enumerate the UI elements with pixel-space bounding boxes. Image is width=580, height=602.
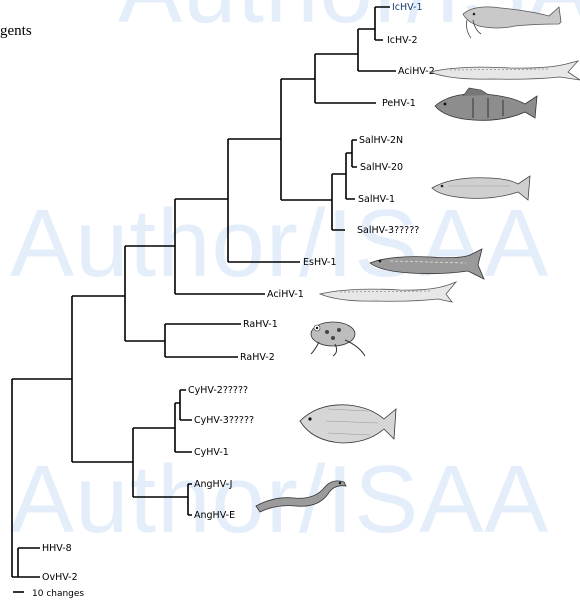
taxon-label-ovhv-2: OvHV-2 — [42, 572, 78, 583]
taxon-name: AciHV-2 — [398, 66, 435, 77]
taxon-label-rahv-1: RaHV-1 — [243, 319, 278, 330]
salmon-image — [432, 176, 530, 200]
uncertainty-marks: ????? — [394, 225, 419, 236]
taxon-label-cyhv-3: CyHV-3????? — [194, 415, 254, 426]
taxon-label-ichv-2: IcHV-2 — [387, 35, 418, 46]
taxon-name: SalHV-2N — [359, 135, 403, 146]
branch-salhv — [332, 174, 346, 230]
taxon-name: OvHV-2 — [42, 572, 78, 583]
taxon-label-salhv-3: SalHV-3????? — [357, 225, 419, 236]
taxon-label-eshv-1: EsHV-1 — [303, 257, 337, 268]
pike-image — [370, 249, 484, 279]
taxon-name: RaHV-1 — [243, 319, 278, 330]
branch-rahv — [165, 324, 241, 357]
taxon-name: PeHV-1 — [382, 98, 416, 109]
taxon-label-anghv-j: AngHV-J — [194, 479, 232, 490]
taxon-label-cyhv-2: CyHV-2????? — [188, 385, 248, 396]
taxon-name: SalHV-20 — [360, 162, 403, 173]
sturgeon-image-bottom — [320, 282, 456, 302]
branch-fish-clade — [175, 199, 265, 294]
taxon-label-acihv-1: AciHV-1 — [267, 289, 304, 300]
branch-cat-perch — [315, 54, 376, 103]
taxon-label-pehv-1: PeHV-1 — [382, 98, 416, 109]
branch-salhv-2 — [352, 140, 357, 167]
taxon-label-ichv-1: IcHV-1 — [392, 2, 423, 13]
taxon-name: AciHV-1 — [267, 289, 304, 300]
taxon-label-salhv-2n: SalHV-2N — [359, 135, 403, 146]
taxon-name: HHV-8 — [42, 543, 72, 554]
scale-bar-label: 10 changes — [32, 589, 84, 599]
taxon-name: EsHV-1 — [303, 257, 337, 268]
carp-image — [300, 405, 396, 443]
branch-ingroup — [72, 296, 133, 462]
catfish-image — [463, 7, 561, 38]
branch-outgroup — [18, 548, 40, 577]
uncertainty-marks: ????? — [223, 385, 248, 396]
taxon-label-anghv-e: AngHV-E — [194, 510, 235, 521]
uncertainty-marks: ????? — [229, 415, 254, 426]
taxon-name: SalHV-1 — [358, 194, 395, 205]
perch-image — [435, 88, 537, 120]
tree-branches — [12, 7, 396, 592]
taxon-name: CyHV-1 — [194, 447, 229, 458]
taxon-label-salhv-20: SalHV-20 — [360, 162, 403, 173]
taxon-label-hhv-8: HHV-8 — [42, 543, 72, 554]
taxon-label-acihv-2: AciHV-2 — [398, 66, 435, 77]
taxon-name: AngHV-J — [194, 479, 232, 490]
branch-cat-sal — [281, 79, 332, 200]
eel-image — [256, 481, 346, 512]
frog-image — [311, 322, 365, 356]
taxon-label-salhv-1: SalHV-1 — [358, 194, 395, 205]
taxon-name: CyHV-3 — [194, 415, 229, 426]
branch-lower — [133, 428, 188, 497]
taxon-label-cyhv-1: CyHV-1 — [194, 447, 229, 458]
taxon-name: IcHV-1 — [392, 2, 423, 13]
sturgeon-image-top — [430, 61, 580, 80]
branch-upper — [125, 246, 175, 341]
taxon-name: IcHV-2 — [387, 35, 418, 46]
branch-salhv-sub — [346, 153, 355, 199]
branch-cyhv — [175, 403, 192, 452]
taxon-name: AngHV-E — [194, 510, 235, 521]
taxon-name: SalHV-3 — [357, 225, 394, 236]
taxon-label-rahv-2: RaHV-2 — [240, 352, 275, 363]
taxon-name: RaHV-2 — [240, 352, 275, 363]
taxon-name: CyHV-2 — [188, 385, 223, 396]
branch-anghv — [188, 484, 192, 515]
